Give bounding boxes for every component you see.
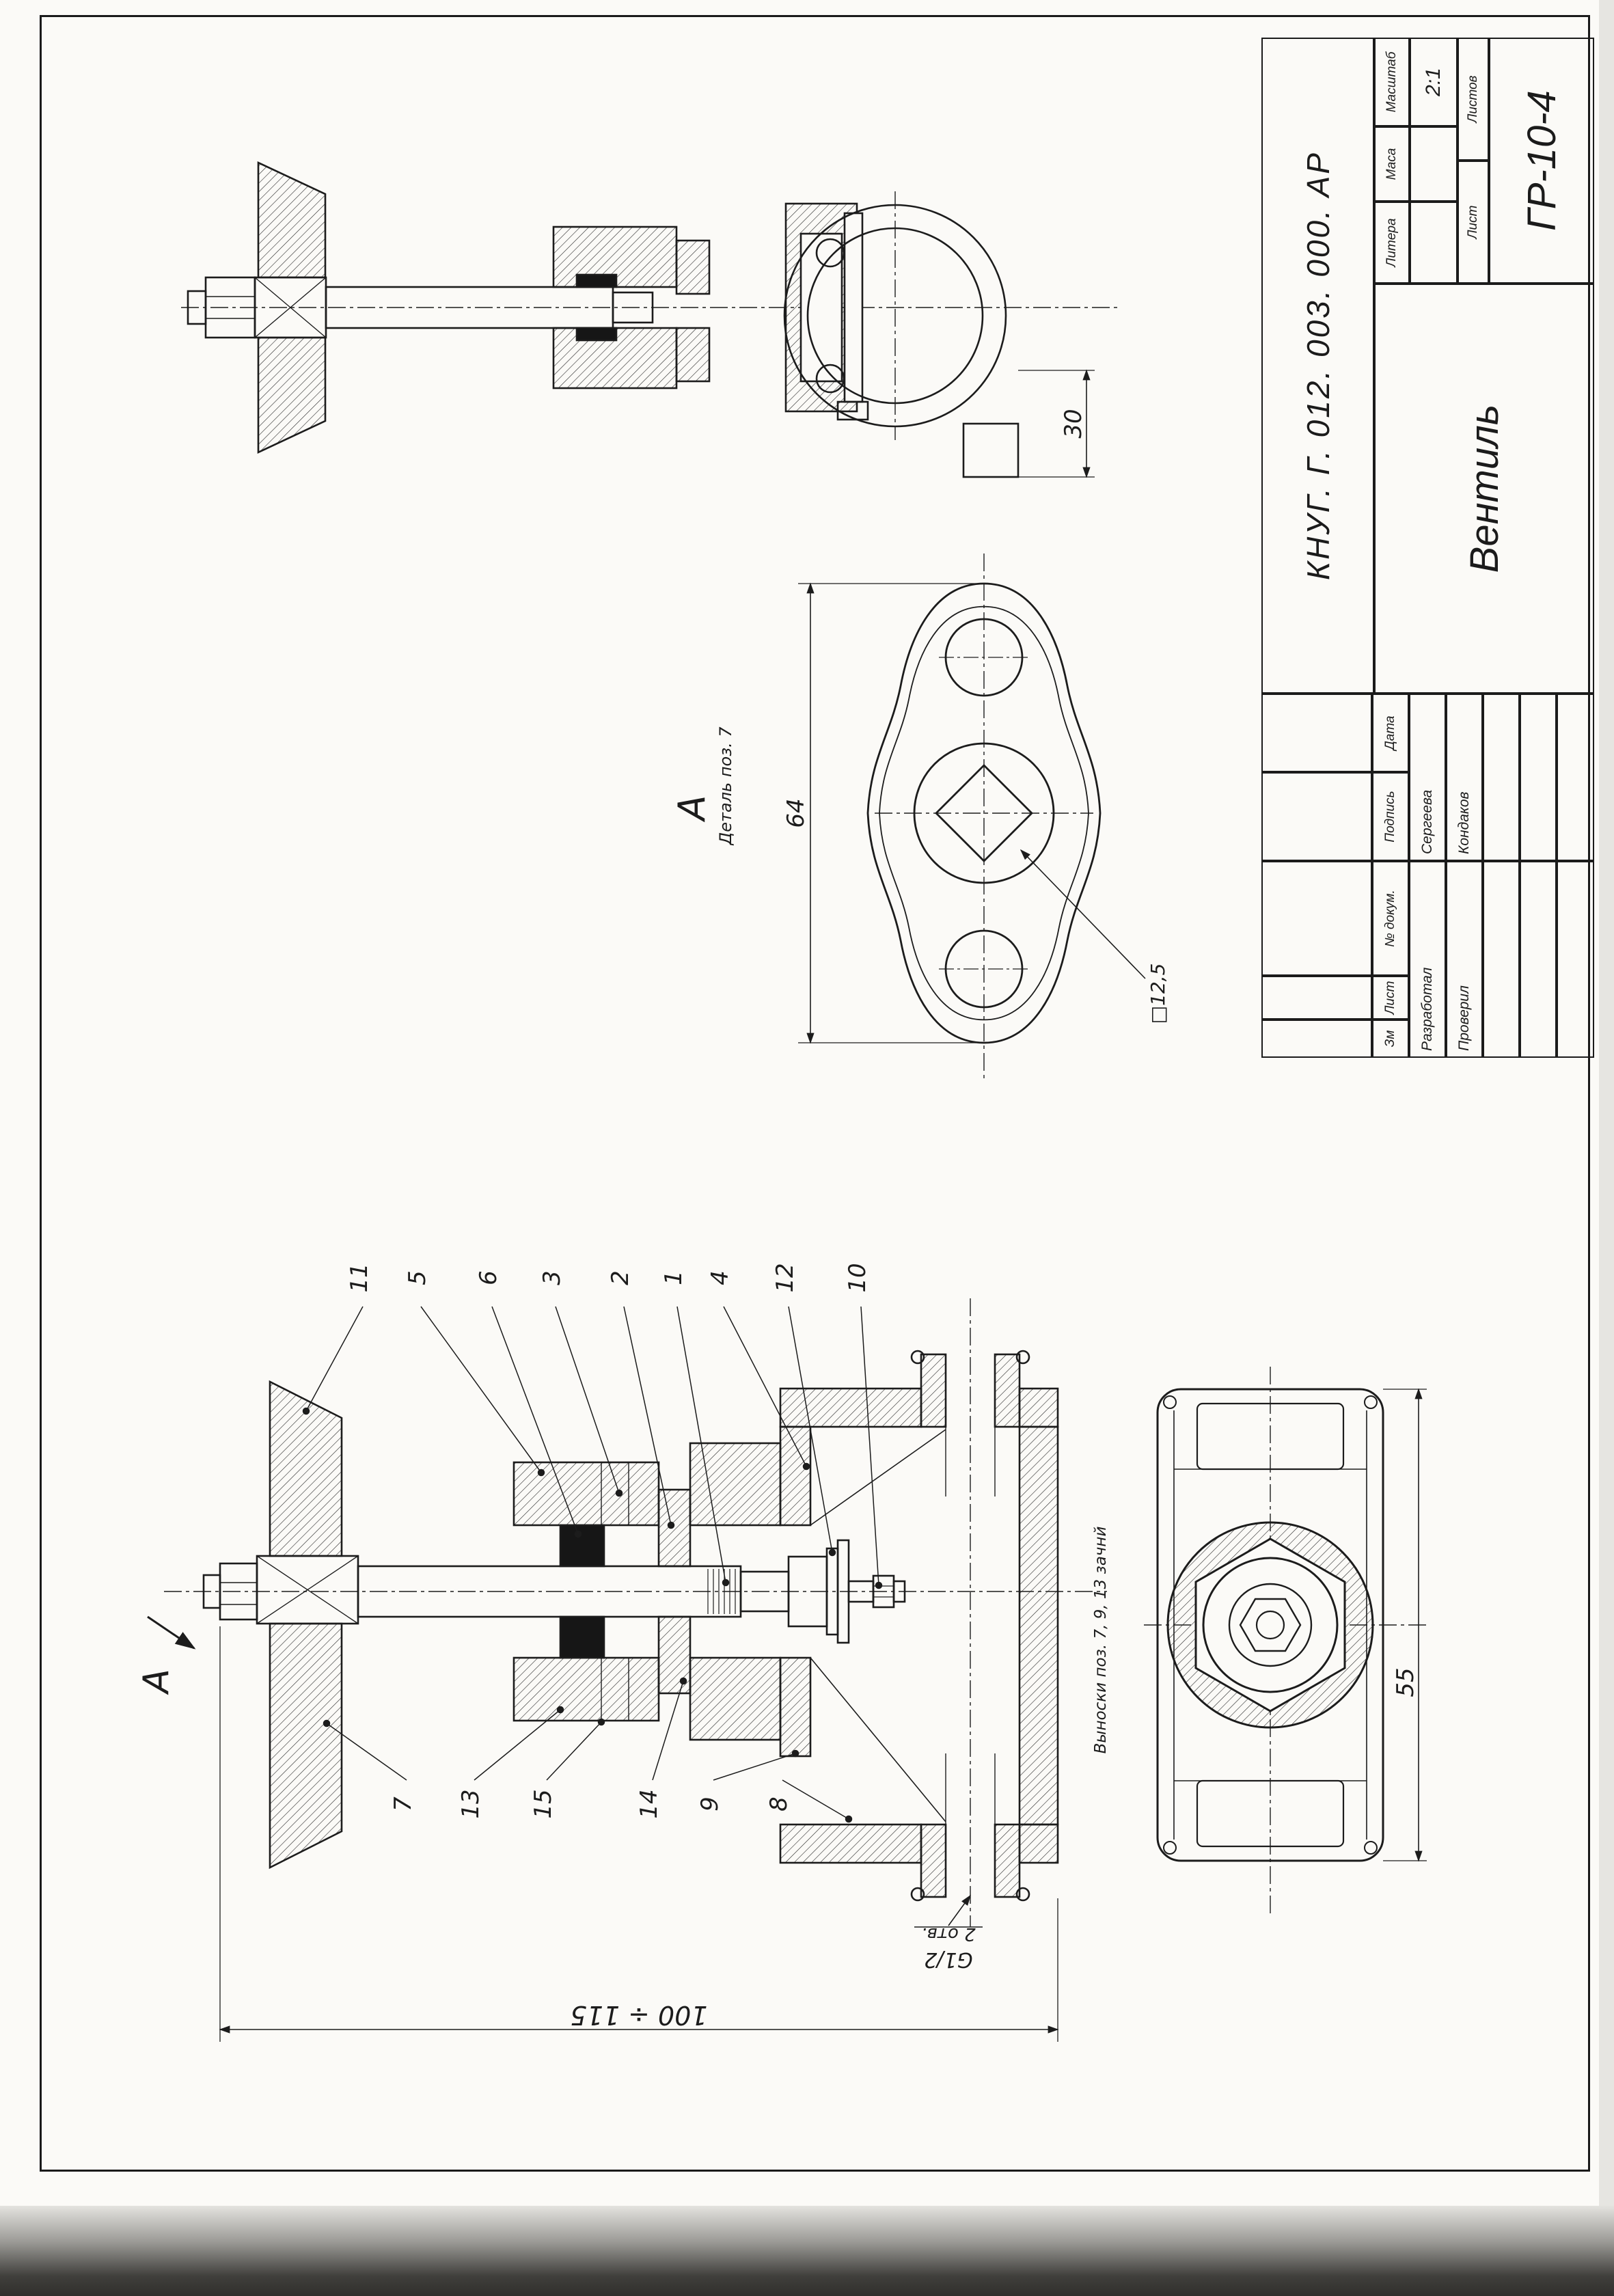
side-view-dim-30: 30: [1060, 409, 1087, 438]
section-view-label: A: [136, 1669, 177, 1695]
callout-15: 15: [530, 1789, 557, 1818]
handle-geometry: [798, 554, 1146, 1078]
group-code: ГР-10-4: [1489, 38, 1594, 284]
square-callout: □12,5: [1147, 964, 1169, 1024]
detail-view-label: A: [670, 795, 713, 823]
scan-edge-right: [1599, 0, 1614, 2296]
sig-header-docnum: № докум.: [1372, 861, 1409, 976]
massa-value: [1410, 126, 1458, 202]
header-massa: Маса: [1374, 126, 1410, 202]
sig-role-proveril: Проверил: [1446, 861, 1483, 1058]
sig-header-data: Дата: [1372, 694, 1409, 772]
document-number: КНУГ. Г. 012. 003. 000. АР: [1261, 38, 1374, 694]
callout-1: 1: [660, 1270, 687, 1285]
scale-value: 2:1: [1410, 38, 1458, 126]
valve-geometry: [147, 1298, 1107, 2042]
thread-callout-line1: G1/2: [924, 1948, 973, 1971]
revision-cell: [1261, 976, 1372, 1020]
header-litera: Литера: [1374, 202, 1410, 284]
side-view-geometry: [181, 161, 1121, 478]
sig-name-razrabotal: Сергеева: [1409, 694, 1446, 861]
main-section-view: 11 5 6 3 2 1 4 12 10 7 13 15 14 9 8 A Вы…: [136, 1263, 1110, 2042]
thread-callout: G1/2 2 отв.: [921, 1924, 975, 1971]
part-name: Вентиль: [1374, 284, 1594, 694]
header-masshtab: Масштаб: [1374, 38, 1410, 126]
sig-empty-cell: [1557, 694, 1594, 861]
header-list: Лист: [1458, 161, 1489, 284]
detail-view-a: A Деталь поз. 7 64 □12,5: [670, 554, 1169, 1078]
side-section-view: 30: [181, 161, 1121, 478]
title-block: Зм Лист № докум. Подпись Дата Разработал…: [1261, 38, 1594, 1058]
body-end-view: 55: [1144, 1367, 1428, 1913]
sig-header-list: Лист: [1372, 976, 1409, 1020]
drawing-note: Выноски поз. 7, 9, 13 зачнй: [1092, 1527, 1110, 1754]
header-listov: Листов: [1458, 38, 1489, 161]
sig-header-podpis: Подпись: [1372, 772, 1409, 861]
sheet-border: [40, 15, 1590, 2172]
callout-10: 10: [844, 1263, 871, 1292]
callout-13: 13: [457, 1789, 484, 1818]
sig-empty-cell: [1520, 861, 1557, 1058]
callout-12: 12: [771, 1263, 799, 1292]
callout-2: 2: [607, 1270, 634, 1285]
title-block-rotated: Зм Лист № докум. Подпись Дата Разработал…: [1261, 38, 1594, 1058]
callout-4: 4: [707, 1270, 734, 1285]
callout-14: 14: [635, 1789, 663, 1818]
sig-empty-cell: [1520, 694, 1557, 861]
callout-8: 8: [765, 1796, 793, 1812]
callout-7: 7: [389, 1796, 417, 1812]
sig-empty-cell: [1557, 861, 1594, 1058]
overall-dimension: 100 ÷ 115: [570, 2000, 707, 2030]
end-view-geometry: [1144, 1367, 1428, 1913]
sig-role-razrabotal: Разработал: [1409, 861, 1446, 1058]
scan-edge-bottom: [0, 2206, 1614, 2296]
sig-empty-cell: [1483, 861, 1520, 1058]
detail-dim-64: 64: [782, 798, 810, 828]
revision-cell: [1261, 694, 1372, 772]
callout-5: 5: [404, 1270, 431, 1285]
revision-cell: [1261, 861, 1372, 976]
callout-leaders-bottom: [323, 1677, 853, 1823]
callout-11: 11: [346, 1263, 373, 1292]
sig-empty-cell: [1483, 694, 1520, 861]
litera-value: [1410, 202, 1458, 284]
callout-6: 6: [475, 1270, 502, 1285]
callout-leaders-top: [302, 1306, 883, 1589]
detail-view-caption: Деталь поз. 7: [716, 726, 735, 846]
callout-3: 3: [538, 1270, 566, 1285]
callout-9: 9: [696, 1796, 724, 1812]
end-view-dim-55: 55: [1392, 1667, 1419, 1697]
sig-name-proveril: Кондаков: [1446, 694, 1483, 861]
revision-cell: [1261, 1020, 1372, 1058]
revision-cell: [1261, 772, 1372, 861]
sig-header-zm: Зм: [1372, 1020, 1409, 1058]
thread-callout-line2: 2 отв.: [921, 1924, 975, 1944]
